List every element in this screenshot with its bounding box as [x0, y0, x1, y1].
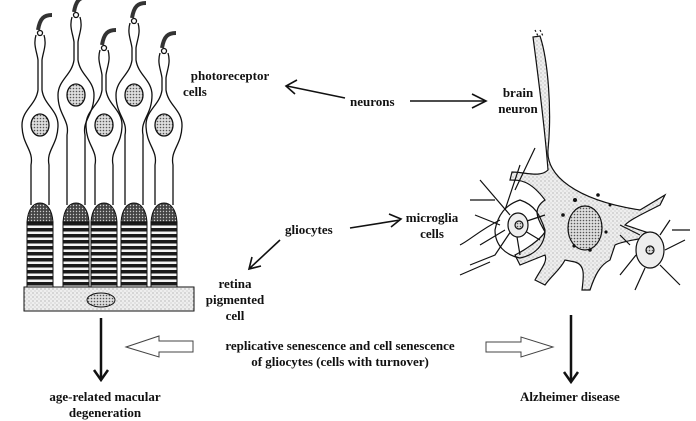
label-senescence: replicative senescence and cell senescen…	[195, 338, 485, 370]
label-neurons: neurons	[350, 94, 395, 109]
brain-neuron-illustration	[459, 29, 690, 291]
label-line: of gliocytes (cells with turnover)	[251, 354, 429, 369]
photoreceptor-cell	[115, 1, 153, 288]
label-amd: age-related macular degeneration	[35, 389, 175, 421]
arrows	[92, 79, 580, 385]
label-line: microglia	[405, 210, 459, 225]
label-line: neuron	[498, 101, 538, 116]
label-alzheimer-disease: Alzheimer disease	[520, 389, 620, 404]
label-photoreceptor-cells: photoreceptor cells	[175, 68, 285, 100]
arrow-neurons-to-photoreceptor	[286, 85, 346, 99]
label-line: replicative senescence and cell senescen…	[225, 338, 455, 353]
retina-pigmented-cell-illustration	[23, 286, 195, 312]
label-line: photoreceptor	[190, 68, 270, 83]
photoreceptor-cell	[85, 28, 123, 288]
arrow-gliocytes-to-rpe	[249, 239, 281, 269]
label-microglia-cells: microglia cells	[402, 210, 462, 242]
label-gliocytes: gliocytes	[285, 222, 333, 237]
photoreceptor-cell	[145, 31, 183, 288]
arrow-gliocytes-to-microglia	[349, 219, 401, 229]
label-line: pigmented	[205, 292, 265, 307]
label-line: retina	[218, 276, 252, 291]
label-line: age-related macular	[49, 389, 161, 404]
photoreceptor-cells-illustration	[21, 0, 183, 288]
hollow-arrow-right	[485, 336, 555, 358]
hollow-arrow-left	[124, 335, 194, 358]
label-brain-neuron: brain neuron	[494, 85, 542, 117]
photoreceptor-cell	[21, 13, 59, 288]
label-line: cell	[225, 308, 245, 323]
label-line: cells	[183, 84, 207, 99]
label-line: brain	[502, 85, 534, 100]
label-retina-pigmented-cell: retina pigmented cell	[200, 276, 270, 324]
label-line: cells	[420, 226, 444, 241]
photoreceptor-cell	[57, 0, 95, 288]
label-line: degeneration	[68, 405, 142, 420]
